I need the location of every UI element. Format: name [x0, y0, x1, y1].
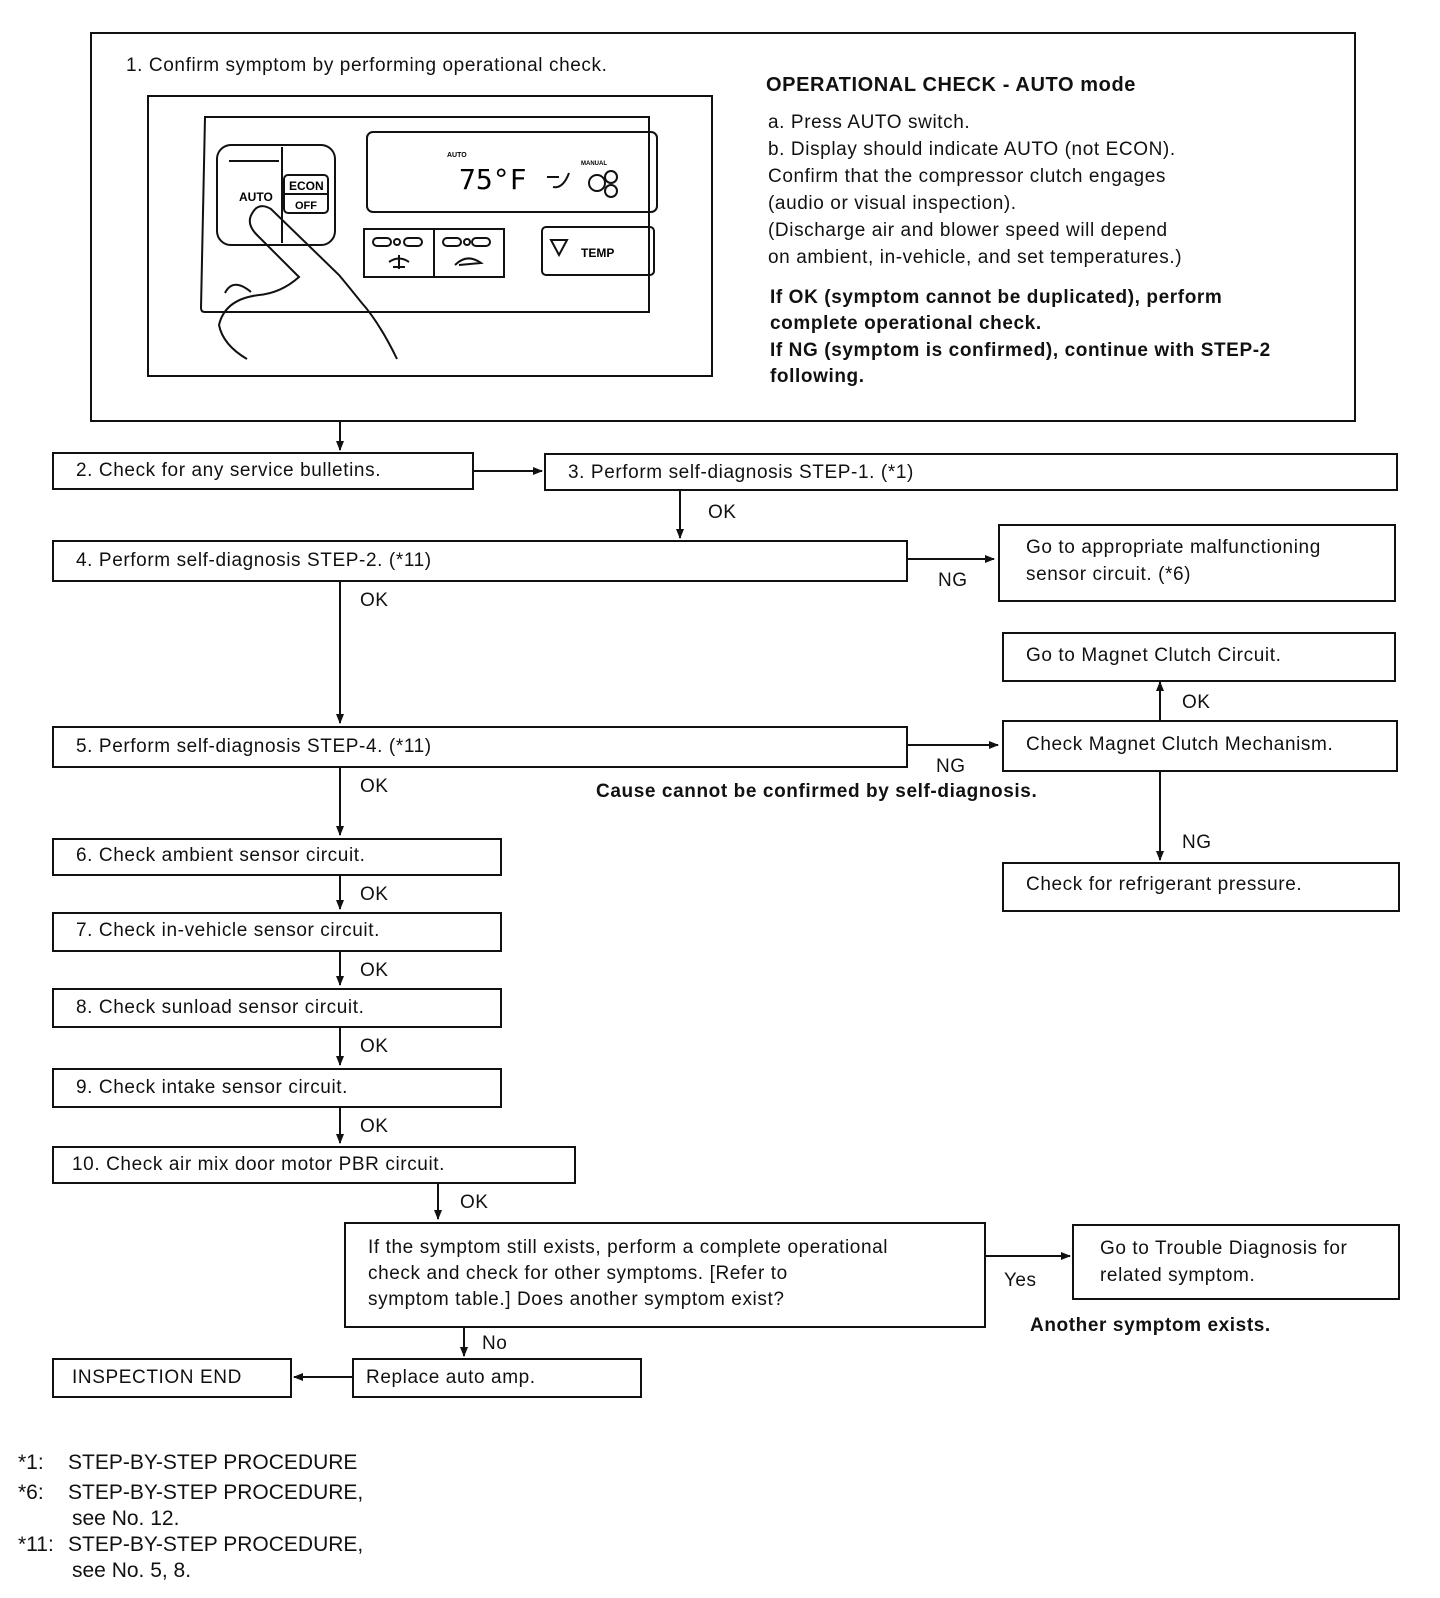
another-symptom-note: Another symptom exists.: [1030, 1315, 1271, 1336]
trouble-diagnosis-2: related symptom.: [1100, 1265, 1256, 1286]
ok-label-10: OK: [460, 1192, 489, 1213]
trouble-diagnosis-box: [1072, 1224, 1400, 1300]
step4-ng-text-1: Go to appropriate malfunctioning: [1026, 537, 1321, 558]
step4-ng-text-2: sensor circuit. (*6): [1026, 564, 1192, 585]
footnote-11-text-2: see No. 5, 8.: [72, 1559, 192, 1582]
ok-label-8: OK: [360, 1036, 389, 1057]
magnet-mech-box: [1002, 720, 1398, 772]
magnet-mech-text: Check Magnet Clutch Mechanism.: [1026, 734, 1334, 755]
step10-text: 10. Check air mix door motor PBR circuit…: [72, 1154, 446, 1175]
ok-label-7: OK: [360, 960, 389, 981]
display-window: [366, 131, 658, 213]
ok-instruction-2: complete operational check.: [770, 313, 1042, 334]
footnote-6-text-1: STEP-BY-STEP PROCEDURE,: [68, 1481, 364, 1504]
inspection-end-box: [52, 1358, 292, 1398]
final-question-3: symptom table.] Does another symptom exi…: [368, 1289, 785, 1310]
step8-box: [52, 988, 502, 1028]
step6-text: 6. Check ambient sensor circuit.: [76, 845, 366, 866]
replace-amp-box: [352, 1358, 642, 1398]
step8-text: 8. Check sunload sensor circuit.: [76, 997, 365, 1018]
cause-note: Cause cannot be confirmed by self-diagno…: [596, 781, 1038, 802]
step2-text: 2. Check for any service bulletins.: [76, 460, 382, 481]
step7-text: 7. Check in-vehicle sensor circuit.: [76, 920, 380, 941]
replace-amp-text: Replace auto amp.: [366, 1367, 536, 1388]
footnote-6-text-2: see No. 12.: [72, 1507, 180, 1530]
ng-label-mech: NG: [1182, 832, 1212, 853]
step5-text: 5. Perform self-diagnosis STEP-4. (*11): [76, 736, 432, 757]
step7-box: [52, 912, 502, 952]
step10-box: [52, 1146, 576, 1184]
display-auto-label: AUTO: [447, 152, 467, 159]
no-label: No: [482, 1333, 508, 1354]
defrost-button: [363, 228, 435, 278]
trouble-diagnosis-1: Go to Trouble Diagnosis for: [1100, 1238, 1348, 1259]
ng-instruction-2: following.: [770, 366, 865, 387]
final-question-box: [344, 1222, 986, 1328]
check-line-d: (audio or visual inspection).: [768, 193, 1017, 214]
step6-box: [52, 838, 502, 876]
check-line-f: on ambient, in-vehicle, and set temperat…: [768, 247, 1183, 268]
display-temp: 75°F: [459, 163, 526, 196]
step3-box: [544, 453, 1398, 491]
ng-instruction-1: If NG (symptom is confirmed), continue w…: [770, 340, 1271, 361]
refrigerant-text: Check for refrigerant pressure.: [1026, 874, 1303, 895]
step3-text: 3. Perform self-diagnosis STEP-1. (*1): [568, 462, 914, 483]
ok-label-6: OK: [360, 884, 389, 905]
ng-label-4: NG: [938, 570, 968, 591]
step4-text: 4. Perform self-diagnosis STEP-2. (*11): [76, 550, 432, 571]
control-panel-illustration: AUTO ECON OFF AUTO 75°F MANUAL TEMP: [147, 95, 713, 377]
step4-ng-box: [998, 524, 1396, 602]
ok-label-mech: OK: [1182, 692, 1211, 713]
step1-title: 1. Confirm symptom by performing operati…: [126, 55, 608, 76]
final-question-1: If the symptom still exists, perform a c…: [368, 1237, 889, 1258]
ng-label-5: NG: [936, 756, 966, 777]
final-question-2: check and check for other symptoms. [Ref…: [368, 1263, 788, 1284]
ok-label-3: OK: [708, 502, 737, 523]
ok-instruction-1: If OK (symptom cannot be duplicated), pe…: [770, 287, 1223, 308]
ok-label-4: OK: [360, 590, 389, 611]
step9-text: 9. Check intake sensor circuit.: [76, 1077, 349, 1098]
check-line-a: a. Press AUTO switch.: [768, 112, 971, 133]
footnote-11-text-1: STEP-BY-STEP PROCEDURE,: [68, 1533, 364, 1556]
ok-label-9: OK: [360, 1116, 389, 1137]
display-manual-label: MANUAL: [581, 161, 607, 167]
ok-label-5: OK: [360, 776, 389, 797]
vent-button: [433, 228, 505, 278]
temp-button-label: TEMP: [581, 246, 614, 260]
check-line-b: b. Display should indicate AUTO (not ECO…: [768, 139, 1176, 160]
footnote-1-text: STEP-BY-STEP PROCEDURE: [68, 1451, 358, 1474]
yes-label: Yes: [1004, 1270, 1037, 1291]
footnote-11-key: *11:: [18, 1533, 54, 1556]
magnet-circuit-text: Go to Magnet Clutch Circuit.: [1026, 645, 1282, 666]
panel-outline: [199, 116, 650, 313]
operational-check-heading: OPERATIONAL CHECK - AUTO mode: [766, 74, 1137, 96]
step5-box: [52, 726, 908, 768]
check-line-e: (Discharge air and blower speed will dep…: [768, 220, 1168, 241]
check-line-c: Confirm that the compressor clutch engag…: [768, 166, 1166, 187]
auto-button-label: AUTO: [239, 190, 273, 204]
footnote-6-key: *6:: [18, 1481, 44, 1504]
inspection-end-text: INSPECTION END: [72, 1367, 242, 1388]
footnote-1-key: *1:: [18, 1451, 44, 1474]
off-button-label: OFF: [295, 200, 317, 212]
step2-box: [52, 452, 474, 490]
step9-box: [52, 1068, 502, 1108]
refrigerant-box: [1002, 862, 1400, 912]
step4-box: [52, 540, 908, 582]
econ-button-label: ECON: [289, 179, 324, 193]
button-cluster: [216, 144, 336, 246]
temp-button: [541, 226, 655, 276]
magnet-circuit-box: [1002, 632, 1396, 682]
